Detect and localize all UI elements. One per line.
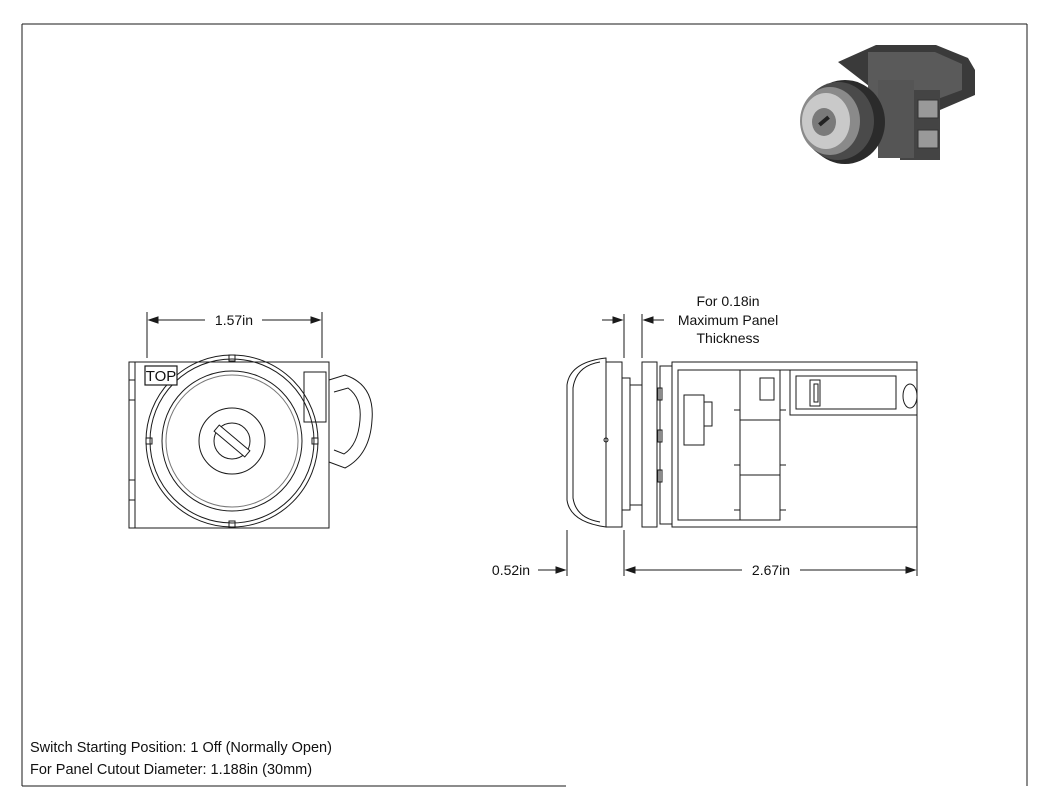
body-depth-label: 2.67in	[752, 562, 790, 578]
side-view	[566, 357, 918, 528]
front-view	[128, 354, 373, 529]
sheet-border	[21, 23, 1028, 787]
width-dimension-label: 1.57in	[215, 312, 253, 328]
top-marker-label: TOP	[146, 368, 177, 385]
top-marker: TOP	[144, 365, 178, 386]
width-dimension	[146, 312, 323, 358]
front-depth-label: 0.52in	[492, 562, 530, 578]
panel-note-line-1: For 0.18in	[696, 293, 759, 309]
panel-thickness-dimension	[602, 314, 664, 358]
panel-note-line-2: Maximum Panel	[678, 312, 778, 328]
starting-position-note: Switch Starting Position: 1 Off (Normall…	[30, 740, 332, 756]
panel-note-line-3: Thickness	[696, 330, 759, 346]
isometric-view	[800, 45, 975, 164]
depth-dimensions	[538, 430, 918, 576]
panel-cutout-note: For Panel Cutout Diameter: 1.188in (30mm…	[30, 762, 313, 778]
